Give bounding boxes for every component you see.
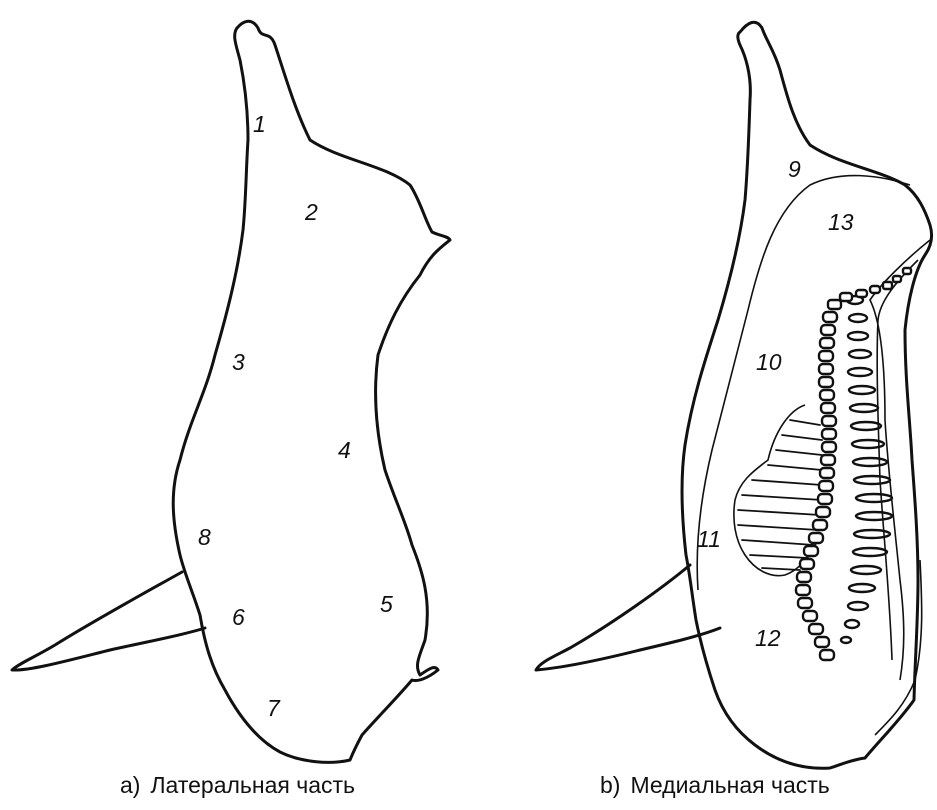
rib-segment: [849, 386, 875, 394]
lateral-region-label-2: 2: [304, 199, 318, 225]
rib-segment: [849, 314, 867, 322]
medial-leg-outline: [536, 565, 720, 670]
vertebra: [813, 520, 827, 530]
vertebra: [809, 533, 823, 543]
rib-line: [750, 555, 808, 558]
lateral-region-label-5: 5: [380, 591, 393, 617]
vertebra: [815, 637, 829, 647]
vertebra: [822, 429, 836, 439]
medial-carcass-outline: [682, 22, 932, 768]
rib-segment: [848, 602, 868, 610]
vertebra: [821, 455, 835, 465]
lateral-region-label-3: 3: [232, 349, 245, 375]
rib-segment: [850, 404, 878, 412]
rib-segment: [841, 637, 851, 643]
lateral-region-label-1: 1: [253, 111, 266, 137]
lateral-caption: a) Латеральная часть: [120, 772, 355, 799]
vertebra: [819, 377, 833, 387]
medial-caption: b) Медиальная часть: [600, 772, 830, 799]
vertebra: [822, 442, 836, 452]
rib-line: [738, 525, 818, 530]
rib-segment: [849, 350, 871, 358]
medial-region-label-12: 12: [755, 625, 781, 651]
rib-segment: [853, 548, 887, 556]
vertebra: [819, 364, 833, 374]
vertebra: [893, 276, 901, 282]
medial-caption-letter: b): [600, 772, 620, 798]
vertebra: [809, 624, 823, 634]
rib-segment: [854, 476, 890, 484]
vertebra: [903, 268, 911, 274]
rib-line: [776, 450, 822, 455]
vertebra: [820, 338, 834, 348]
vertebra: [821, 325, 835, 335]
lateral-leg-outline: [12, 572, 205, 670]
rib-segment: [856, 512, 892, 520]
vertebra: [804, 546, 818, 556]
vertebra: [820, 390, 834, 400]
rib-line: [790, 420, 820, 425]
vertebra: [800, 559, 814, 569]
vertebra: [798, 598, 812, 608]
rib-segment: [848, 368, 872, 376]
rib-segments: [841, 296, 892, 643]
rib-line: [768, 465, 822, 470]
vertebra: [816, 507, 830, 517]
vertebra: [797, 572, 811, 582]
lateral-region-label-8: 8: [198, 524, 211, 550]
vertebra: [819, 481, 833, 491]
medial-region-label-13: 13: [828, 209, 854, 235]
rib-segment: [851, 566, 881, 574]
vertebra: [803, 611, 817, 621]
vertebra: [818, 494, 832, 504]
vertebra: [819, 351, 833, 361]
rib-segment: [856, 494, 892, 502]
vertebra: [856, 290, 867, 297]
rib-segment: [845, 620, 859, 628]
vertebra: [822, 416, 836, 426]
vertebra: [823, 312, 837, 322]
vertebra: [883, 282, 892, 289]
rib-line: [752, 480, 822, 485]
vertebra: [870, 286, 880, 293]
rib-segment: [853, 458, 887, 466]
vertebra: [821, 403, 835, 413]
lateral-caption-text: Латеральная часть: [150, 772, 355, 798]
vertebra: [820, 468, 834, 478]
rib-segment: [848, 332, 868, 340]
lateral-region-label-4: 4: [338, 437, 351, 463]
lateral-region-label-6: 6: [232, 604, 245, 630]
vertebra: [840, 293, 852, 301]
vertebra: [820, 650, 834, 660]
rib-segment: [849, 584, 875, 592]
medial-caption-text: Медиальная часть: [630, 772, 829, 798]
lateral-region-label-7: 7: [267, 695, 281, 721]
medial-region-label-9: 9: [788, 156, 801, 182]
lateral-carcass-outline: [173, 21, 450, 762]
rib-segment: [851, 422, 881, 430]
rib-line: [762, 568, 800, 570]
rib-line: [738, 510, 820, 515]
rib-line: [782, 435, 822, 440]
lateral-caption-letter: a): [120, 772, 140, 798]
medial-region-label-11: 11: [697, 526, 721, 552]
medial-panel: 9 10 11 12 13: [536, 22, 932, 768]
medial-region-label-10: 10: [756, 349, 782, 375]
vertebra: [828, 300, 841, 309]
lateral-panel: 1 2 3 4 5 6 7 8: [12, 21, 450, 762]
rib-line: [742, 540, 814, 545]
rib-line: [742, 495, 822, 500]
vertebra: [796, 585, 810, 595]
